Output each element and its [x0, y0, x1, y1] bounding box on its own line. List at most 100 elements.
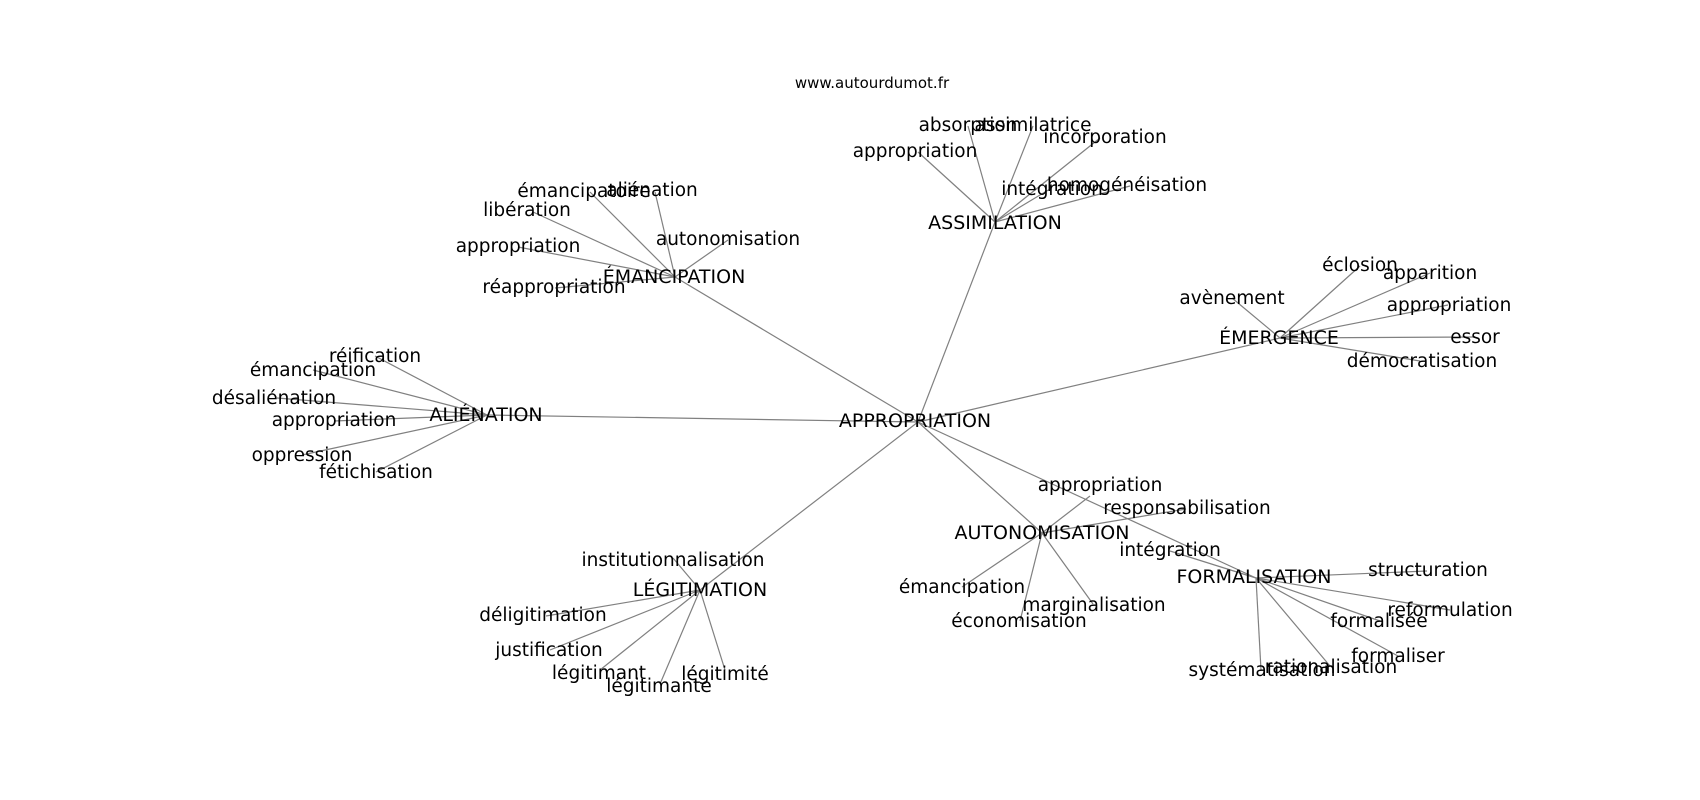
cluster-word: reformulation: [1387, 600, 1512, 621]
edge-autonomisation-marginalisation: [1041, 532, 1094, 605]
edge-autonomisation-responsabilisation: [1041, 508, 1187, 534]
cluster-word: appropriation: [853, 141, 978, 162]
cluster-word: émancipatoire: [517, 181, 650, 202]
cluster-word: économisation: [951, 611, 1087, 632]
cluster-word: intégration: [1119, 540, 1221, 561]
cluster-word: appropriation: [456, 236, 581, 257]
cluster-word: homogénéisation: [1047, 175, 1207, 196]
edge-legitimation-justification: [549, 589, 701, 651]
cluster-word: oppression: [252, 445, 353, 466]
cluster-word: absorption: [919, 115, 1018, 136]
edge-legitimation-legitimite: [699, 589, 726, 671]
cluster-word: autonomisation: [656, 229, 800, 250]
edge-alienation-reification: [374, 355, 488, 416]
root-edges: [486, 221, 1281, 591]
edge-root-alienation: [486, 414, 919, 423]
cluster-word: rationalisation: [1265, 657, 1397, 678]
cluster-hub-label: ÉMERGENCE: [1219, 326, 1339, 349]
edge-legitimation-legitimante: [659, 589, 701, 685]
cluster-word: réappropriation: [482, 277, 625, 298]
edge-legitimation-legitimant: [599, 589, 701, 671]
edge-formalisation-formaliser: [1255, 577, 1399, 657]
edge-assimilation-integration: [994, 188, 1051, 223]
edge-legitimation-deligitimation: [545, 589, 701, 617]
cluster-word: systématisation: [1188, 660, 1335, 681]
edge-assimilation-homogeneisation: [994, 185, 1131, 223]
cluster-hub-label: AUTONOMISATION: [955, 522, 1130, 544]
edge-emancipation-appropriation: [517, 246, 676, 278]
cluster-word: responsabilisation: [1103, 498, 1271, 519]
edge-autonomisation-economisation: [1019, 532, 1043, 622]
edge-autonomisation-appropriation: [1041, 495, 1091, 534]
edge-emergence-democratisation: [1279, 337, 1421, 362]
cluster-word: apparition: [1383, 263, 1477, 284]
edge-assimilation-incorporation: [994, 137, 1101, 223]
cluster-hub-label: FORMALISATION: [1177, 566, 1332, 588]
cluster-hub-label: ÉMANCIPATION: [603, 265, 746, 288]
edge-root-autonomisation: [917, 421, 1043, 534]
site-url: www.autourdumot.fr: [795, 74, 950, 92]
edge-emancipation-liberation: [532, 211, 676, 278]
cluster-word: formaliser: [1351, 646, 1445, 667]
cluster-word: aliénation: [606, 180, 698, 201]
cluster-emergence: ÉMERGENCE éclosion apparition avènement …: [1179, 255, 1511, 372]
cluster-autonomisation: AUTONOMISATION appropriation responsabil…: [899, 475, 1271, 632]
cluster-word: intégration: [1001, 179, 1103, 200]
cluster-word: appropriation: [1387, 295, 1512, 316]
cluster-word: essor: [1450, 327, 1500, 348]
cluster-word: avènement: [1179, 288, 1284, 309]
edge-formalisation-structuration: [1255, 570, 1428, 579]
cluster-word: marginalisation: [1022, 595, 1165, 616]
edge-emergence-essor: [1279, 336, 1476, 339]
edge-alienation-fetichisation: [375, 414, 488, 473]
edge-alienation-desalienation: [276, 397, 488, 416]
cluster-emancipation: ÉMANCIPATION émancipatoire aliénation li…: [456, 180, 800, 298]
cluster-hub-label: ASSIMILATION: [928, 212, 1062, 234]
edge-formalisation-rationalisation: [1255, 577, 1331, 667]
cluster-assimilation: ASSIMILATION absorption assimilatrice in…: [853, 115, 1207, 234]
cluster-word: incorporation: [1043, 127, 1166, 148]
edge-formalisation-systematisation: [1255, 577, 1262, 671]
cluster-word: émancipation: [250, 360, 376, 381]
cluster-legitimation: LÉGITIMATION institutionnalisation délig…: [479, 550, 769, 697]
edge-root-emergence: [917, 337, 1281, 423]
edge-legitimation-institutionnalisation: [672, 557, 701, 591]
cluster-alienation: ALIÉNATION réification émancipation désa…: [212, 346, 543, 483]
edge-emergence-avenement: [1231, 297, 1281, 339]
edge-assimilation-absorption: [967, 125, 996, 223]
cluster-word: émancipation: [899, 577, 1025, 598]
edge-emancipation-alienation: [654, 191, 676, 278]
cluster-word: réification: [329, 346, 421, 367]
edge-assimilation-appropriation: [917, 151, 996, 223]
cluster-word: formalisée: [1330, 611, 1427, 632]
edge-alienation-appropriation: [333, 414, 488, 422]
edge-formalisation-reformulation: [1255, 577, 1451, 611]
edge-emancipation-emancipatoire: [589, 191, 676, 278]
cluster-word: assimilatrice: [975, 115, 1092, 136]
edge-root-legitimation: [699, 421, 919, 591]
edge-emergence-apparition: [1279, 272, 1431, 339]
cluster-word: libération: [483, 200, 571, 221]
cluster-word: appropriation: [272, 410, 397, 431]
cluster-hub-label: LÉGITIMATION: [633, 578, 767, 601]
edge-assimilation-assimilatrice: [994, 125, 1034, 223]
cluster-word: démocratisation: [1347, 351, 1497, 372]
cluster-hub-label: ALIÉNATION: [429, 403, 542, 426]
edge-emergence-eclosion: [1279, 265, 1361, 339]
cluster-word: déligitimation: [479, 605, 606, 626]
edge-emancipation-autonomisation: [674, 239, 729, 278]
cluster-word: fétichisation: [319, 462, 433, 483]
edge-formalisation-formalisee: [1255, 577, 1381, 622]
cluster-word: structuration: [1368, 560, 1488, 581]
root-word: APPROPRIATION: [839, 410, 991, 432]
cluster-word: justification: [494, 640, 603, 661]
edge-root-formalisation: [917, 421, 1257, 579]
cluster-word: institutionnalisation: [581, 550, 764, 571]
edge-root-assimilation: [917, 221, 996, 423]
edge-alienation-oppression: [301, 414, 488, 456]
cluster-word: légitimant: [552, 663, 646, 684]
cluster-formalisation: FORMALISATION intégration structuration …: [1119, 540, 1512, 681]
leaf-edges: [276, 125, 1476, 685]
cluster-word: légitimité: [681, 664, 769, 685]
